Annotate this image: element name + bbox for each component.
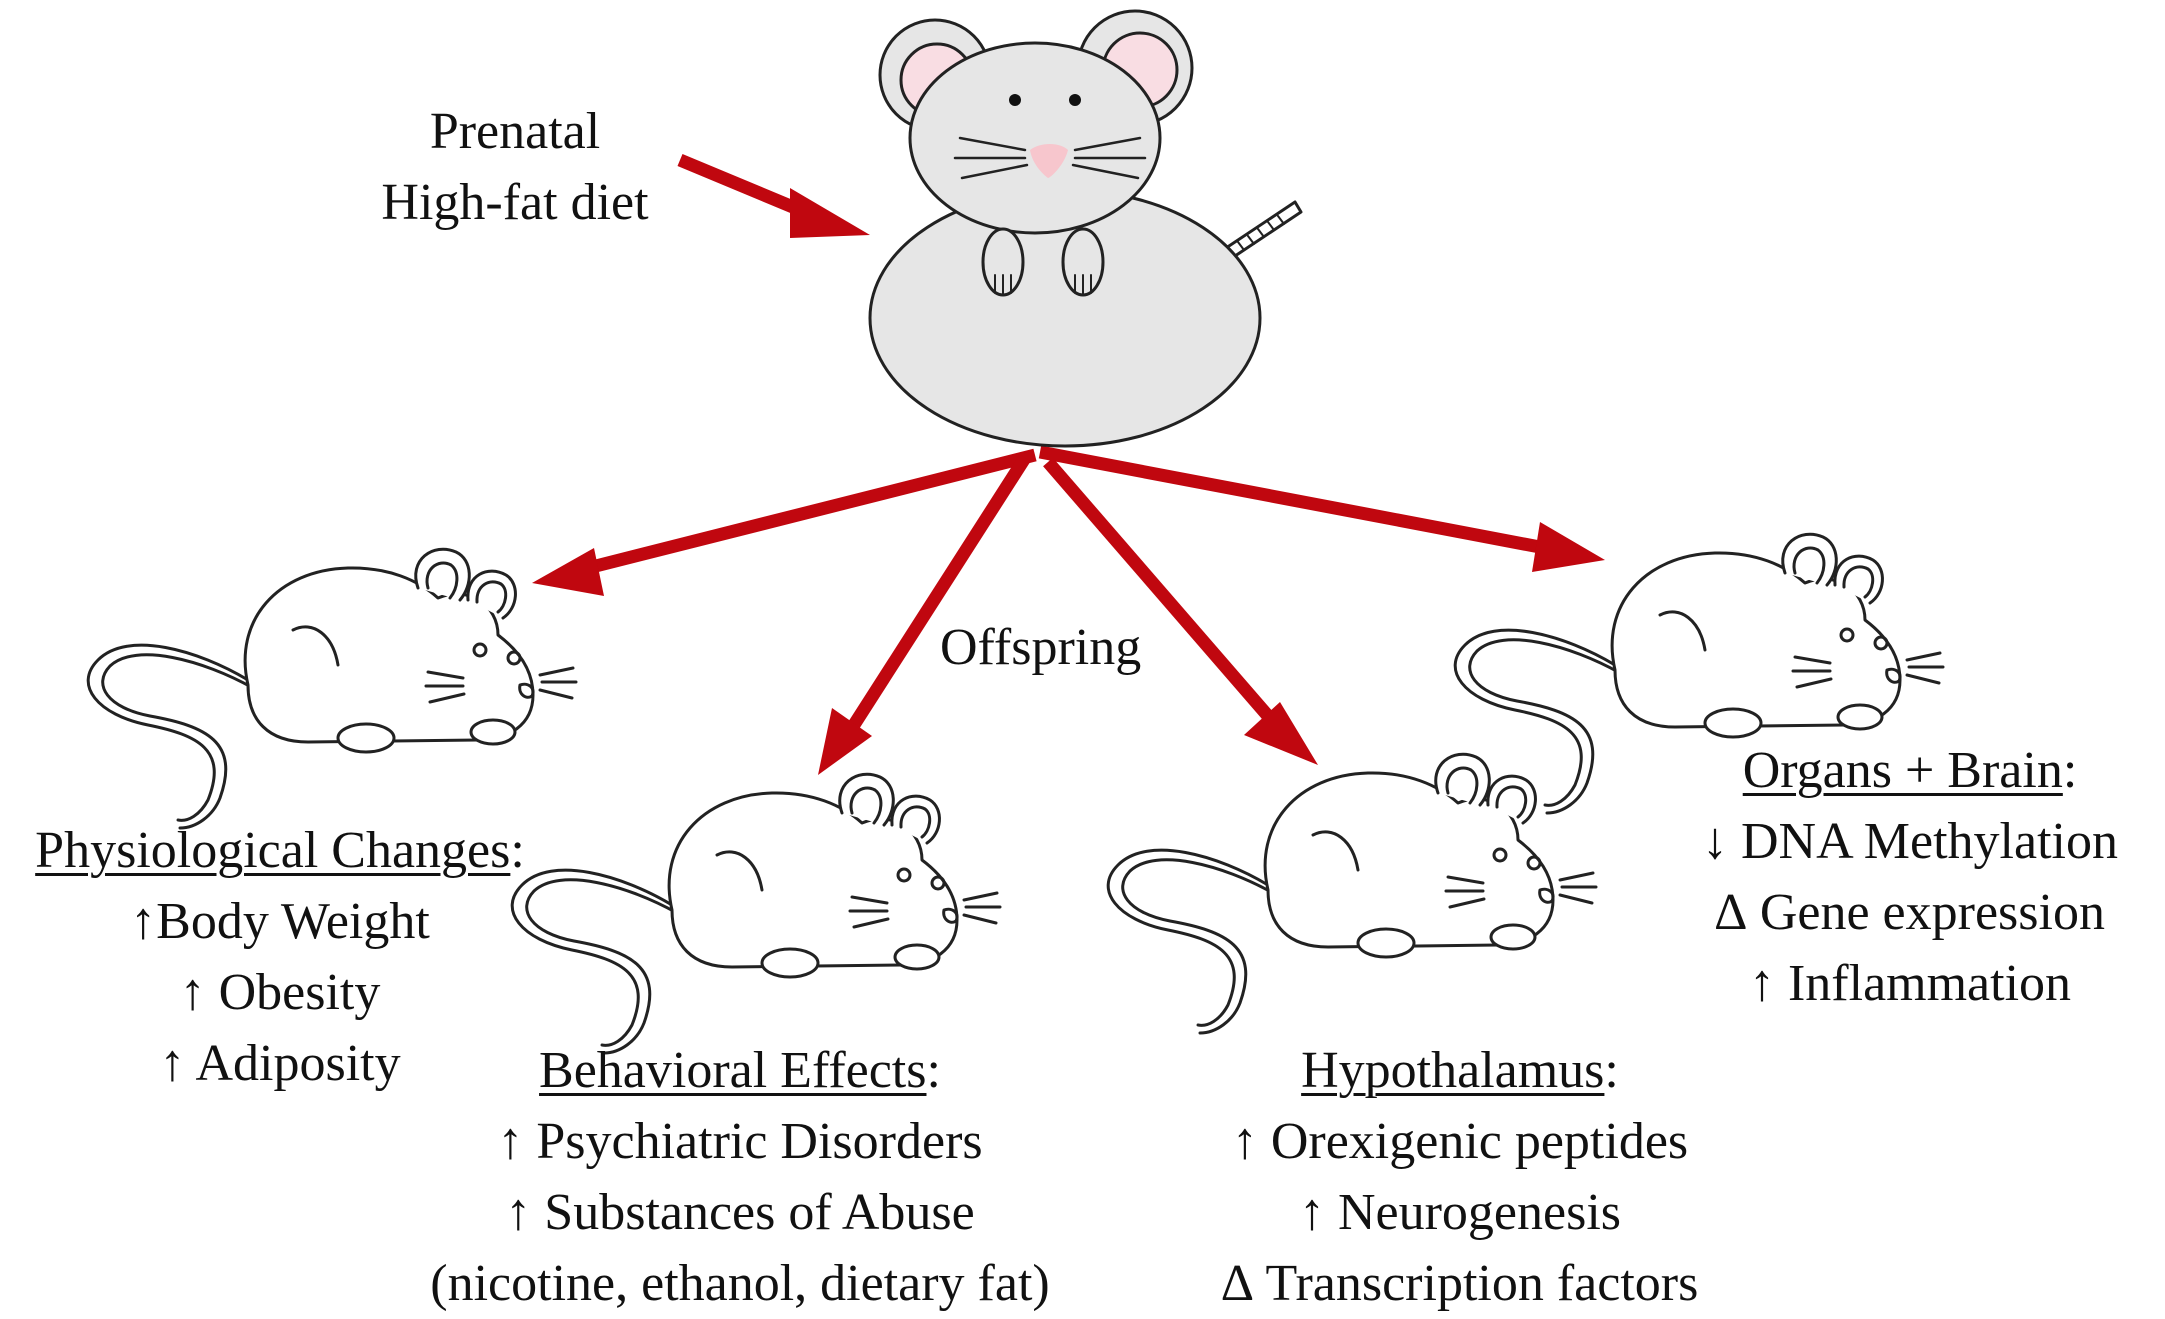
list-item: ↑Body Weight (130, 893, 430, 950)
list-item: ∆ Gene expression (1715, 884, 2105, 941)
group-heading: Hypothalamus: (1150, 1035, 1770, 1106)
heading-colon: : (2062, 742, 2078, 799)
heading-text: Hypothalamus (1301, 1042, 1605, 1099)
heading-text: Physiological Changes (35, 822, 511, 879)
group-heading: Behavioral Effects: (380, 1035, 1100, 1106)
group-heading: Organs + Brain: (1660, 735, 2160, 806)
prenatal-line1: Prenatal (429, 103, 601, 160)
list-item: ↑ Obesity (179, 964, 381, 1021)
arrows (532, 154, 1605, 775)
heading-colon: : (1604, 1042, 1619, 1099)
group-physiological: Physiological Changes: ↑Body Weight ↑ Ob… (0, 815, 560, 1099)
prenatal-label: Prenatal High-fat diet (360, 96, 670, 238)
list-item: (nicotine, ethanol, dietary fat) (430, 1255, 1050, 1312)
group-behavioral: Behavioral Effects: ↑ Psychiatric Disord… (380, 1035, 1100, 1319)
mother-mouse-illustration (868, 9, 1303, 448)
list-item: ↑ Neurogenesis (1298, 1184, 1622, 1241)
list-item: ↑ Psychiatric Disorders (497, 1113, 983, 1170)
list-item: ↑ Inflammation (1748, 955, 2072, 1012)
heading-colon: : (926, 1042, 941, 1099)
arrow-to-behavioral (818, 454, 1031, 775)
arrow-prenatal (677, 154, 870, 238)
heading-text: Organs + Brain (1742, 742, 2063, 799)
group-heading: Physiological Changes: (0, 815, 560, 886)
arrow-to-organs (1038, 445, 1605, 572)
heading-text: Behavioral Effects (539, 1042, 927, 1099)
offspring-label: Offspring (940, 619, 1142, 676)
list-item: ↑ Orexigenic peptides (1231, 1113, 1689, 1170)
heading-colon: : (510, 822, 525, 879)
list-item: ∆ Transcription factors (1221, 1255, 1699, 1312)
prenatal-line2: High-fat diet (381, 174, 649, 231)
arrow-to-hypothalamus (1043, 457, 1318, 765)
offspring-mouse-physiological (86, 547, 578, 830)
list-item: ↑ Adiposity (159, 1035, 401, 1092)
offspring-mouse-hypothalamus (1106, 752, 1598, 1035)
arrow-to-physiological (532, 448, 1037, 596)
list-item: ↑ Substances of Abuse (505, 1184, 975, 1241)
list-item: ↓ DNA Methylation (1702, 813, 2118, 870)
group-organs: Organs + Brain: ↓ DNA Methylation ∆ Gene… (1660, 735, 2160, 1019)
offspring-mouse-behavioral (510, 772, 1002, 1055)
group-hypothalamus: Hypothalamus: ↑ Orexigenic peptides ↑ Ne… (1150, 1035, 1770, 1319)
